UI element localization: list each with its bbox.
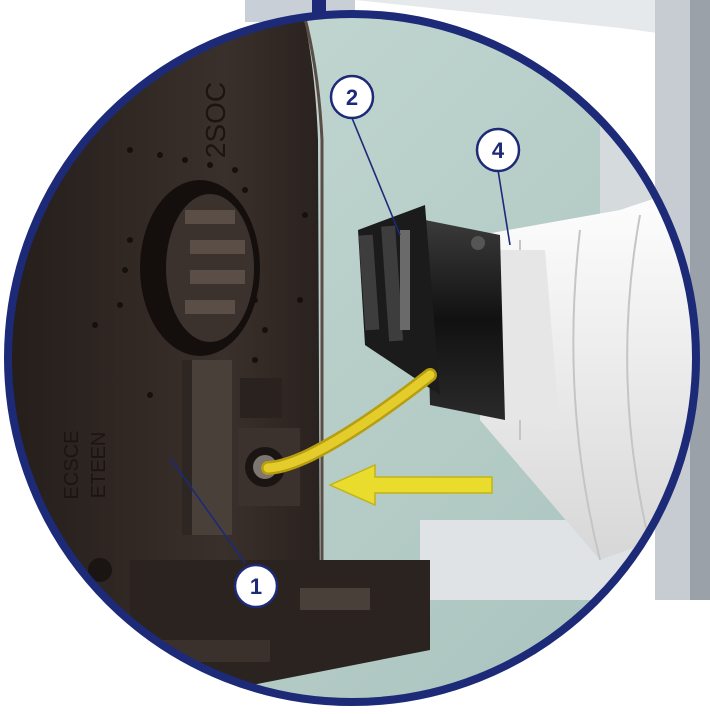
ring-stem xyxy=(312,0,326,18)
collar xyxy=(425,220,505,420)
callout-2: 2 xyxy=(329,74,375,120)
leader-lines xyxy=(169,117,511,564)
callout-4: 4 xyxy=(475,127,521,173)
yellow-cable xyxy=(263,370,435,473)
arrow-left-icon xyxy=(328,463,493,507)
embossed-top-text: 2SOC xyxy=(200,82,231,158)
callout-2-label: 2 xyxy=(346,85,358,110)
embossed-side-text-2: ECSCE xyxy=(61,431,83,500)
mounting-panel xyxy=(8,14,320,702)
callout-1-label: 1 xyxy=(250,574,262,599)
bore-teeth xyxy=(185,210,245,314)
callout-1: 1 xyxy=(233,563,279,609)
embossed-side-text-1: ETEEN xyxy=(88,432,110,499)
callout-4-label: 4 xyxy=(492,138,505,163)
magnifier-ring xyxy=(4,10,700,706)
